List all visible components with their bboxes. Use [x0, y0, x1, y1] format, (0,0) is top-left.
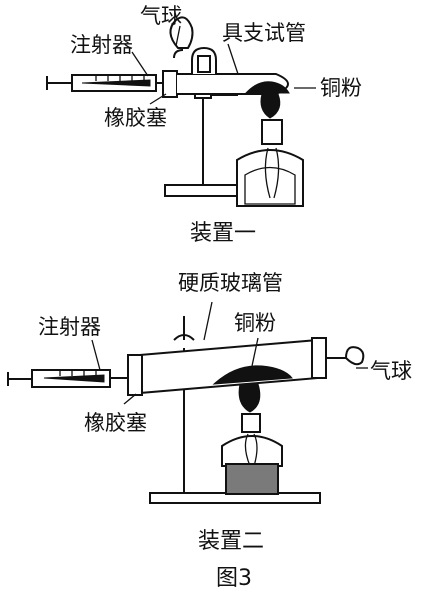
copper-powder-1: [244, 81, 290, 94]
label-rubber-stopper-2: 橡胶塞: [84, 411, 147, 435]
hard-glass-tube-2: [127, 337, 346, 396]
label-balloon-2: 气球: [370, 359, 412, 383]
label-syringe-2: 注射器: [38, 315, 101, 339]
apparatus-1: 注射器 气球 具支试管 铜粉 橡胶塞 装置一: [46, 4, 362, 246]
label-copper-powder-1: 铜粉: [320, 76, 362, 100]
balloon-1: [169, 16, 194, 49]
copper-powder-2: [212, 365, 293, 385]
stand-1: [164, 90, 248, 197]
balloon-2: [344, 346, 365, 366]
label-hard-glass-tube-2: 硬质玻璃管: [178, 271, 283, 295]
alcohol-lamp-2: [221, 383, 283, 495]
label-copper-powder-2: 铜粉: [234, 311, 276, 335]
caption-apparatus-1: 装置一: [190, 221, 256, 246]
side-arm-tube-1: [162, 46, 290, 98]
alcohol-lamp-1: [236, 93, 304, 207]
syringe-2: [7, 369, 128, 388]
label-rubber-stopper-1: 橡胶塞: [104, 106, 167, 130]
label-balloon-1: 气球: [140, 4, 182, 28]
syringe-1: [46, 74, 165, 92]
label-side-arm-tube-1: 具支试管: [222, 21, 306, 45]
caption-apparatus-2: 装置二: [198, 529, 264, 554]
label-syringe-1: 注射器: [70, 33, 133, 57]
figure-caption: 图3: [216, 566, 252, 591]
apparatus-2: 硬质玻璃管 注射器 铜粉 气球 橡胶塞 装置二: [7, 271, 412, 554]
